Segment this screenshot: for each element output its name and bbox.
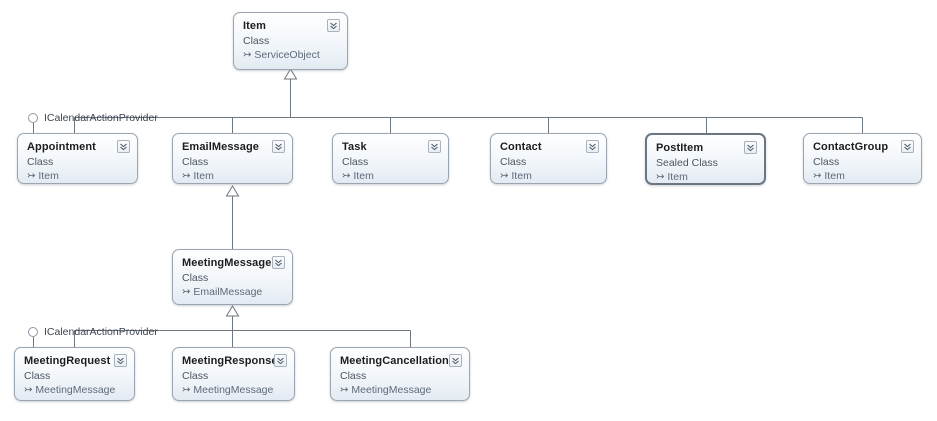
inherits-arrow-icon: ↣ [813, 170, 822, 182]
collapse-chevron-icon[interactable] [449, 354, 462, 367]
collapse-chevron-icon[interactable] [272, 256, 285, 269]
class-base: Item [824, 170, 845, 182]
class-base: Item [193, 170, 214, 182]
class-base-row: ↣ Item [656, 171, 755, 183]
class-box-meetingcancellation[interactable]: MeetingCancellation Class ↣ MeetingMessa… [330, 347, 470, 401]
class-stereotype: Class [243, 35, 270, 47]
class-base: Item [511, 170, 532, 182]
class-base-row: ↣ MeetingMessage [182, 384, 285, 397]
chevron-double-down-glyph [747, 144, 754, 152]
interface-label-meetingrequest: ICalendarActionProvider [44, 326, 158, 338]
class-stereotype: Class [340, 370, 367, 382]
class-base-row: ↣ MeetingMessage [24, 384, 125, 397]
inherits-arrow-icon: ↣ [340, 384, 349, 396]
class-base: EmailMessage [193, 286, 263, 298]
class-title: MeetingResponse [182, 355, 278, 367]
collapse-chevron-icon[interactable] [114, 354, 127, 367]
chevron-double-down-glyph [275, 259, 282, 267]
class-stereotype: Class [813, 156, 840, 168]
class-base-row: ↣ ServiceObject [243, 49, 338, 62]
class-base: Item [667, 171, 688, 183]
class-box-task[interactable]: Task Class ↣ Item [332, 133, 449, 184]
chevron-double-down-glyph [120, 143, 127, 151]
class-base: MeetingMessage [351, 384, 432, 396]
class-base: Item [38, 170, 59, 182]
class-base: Item [353, 170, 374, 182]
collapse-chevron-icon[interactable] [901, 140, 914, 153]
class-base: MeetingMessage [35, 384, 116, 396]
class-title: Appointment [27, 141, 96, 153]
collapse-chevron-icon[interactable] [327, 19, 340, 32]
collapse-chevron-icon[interactable] [272, 140, 285, 153]
class-base-row: ↣ Item [27, 170, 128, 183]
class-box-contactgroup[interactable]: ContactGroup Class ↣ Item [803, 133, 922, 184]
class-stereotype: Sealed Class [656, 157, 718, 169]
class-title: ContactGroup [813, 141, 889, 153]
chevron-double-down-glyph [117, 357, 124, 365]
class-title: MeetingCancellation [340, 355, 449, 367]
class-box-postitem[interactable]: PostItem Sealed Class ↣ Item [645, 133, 766, 185]
class-base: ServiceObject [254, 49, 320, 61]
class-title: Task [342, 141, 367, 153]
inherits-arrow-icon: ↣ [182, 170, 191, 182]
class-stereotype: Class [27, 156, 54, 168]
class-stereotype: Class [182, 156, 209, 168]
class-base-row: ↣ Item [813, 170, 912, 183]
collapse-chevron-icon[interactable] [744, 141, 757, 154]
class-box-appointment[interactable]: Appointment Class ↣ Item [17, 133, 138, 184]
class-box-meetingrequest[interactable]: MeetingRequest Class ↣ MeetingMessage [14, 347, 135, 401]
class-stereotype: Class [182, 370, 209, 382]
class-title: Item [243, 20, 267, 32]
class-stereotype: Class [24, 370, 51, 382]
interface-lollipop-icon [28, 327, 38, 337]
chevron-double-down-glyph [330, 22, 337, 30]
interface-lollipop-icon [28, 113, 38, 123]
chevron-double-down-glyph [904, 143, 911, 151]
chevron-double-down-glyph [452, 357, 459, 365]
class-title: MeetingMessage [182, 257, 272, 269]
class-box-meetingresponse[interactable]: MeetingResponse Class ↣ MeetingMessage [172, 347, 295, 401]
inherits-arrow-icon: ↣ [182, 384, 191, 396]
chevron-double-down-glyph [275, 143, 282, 151]
chevron-double-down-glyph [277, 357, 284, 365]
collapse-chevron-icon[interactable] [428, 140, 441, 153]
collapse-chevron-icon[interactable] [117, 140, 130, 153]
class-base-row: ↣ MeetingMessage [340, 384, 460, 397]
class-stereotype: Class [500, 156, 527, 168]
class-base: MeetingMessage [193, 384, 274, 396]
class-title: PostItem [656, 142, 704, 154]
inherits-arrow-icon: ↣ [500, 170, 509, 182]
class-base-row: ↣ Item [342, 170, 439, 183]
chevron-double-down-glyph [589, 143, 596, 151]
class-box-meetingmessage[interactable]: MeetingMessage Class ↣ EmailMessage [172, 249, 293, 305]
inherits-arrow-icon: ↣ [243, 49, 252, 61]
collapse-chevron-icon[interactable] [586, 140, 599, 153]
class-stereotype: Class [182, 272, 209, 284]
inherits-arrow-icon: ↣ [27, 170, 36, 182]
collapse-chevron-icon[interactable] [274, 354, 287, 367]
class-box-emailmessage[interactable]: EmailMessage Class ↣ Item [172, 133, 293, 184]
inherits-arrow-icon: ↣ [656, 171, 665, 183]
class-title: Contact [500, 141, 542, 153]
inherits-arrow-icon: ↣ [24, 384, 33, 396]
chevron-double-down-glyph [431, 143, 438, 151]
interface-label-appointment: ICalendarActionProvider [44, 112, 158, 124]
class-title: MeetingRequest [24, 355, 111, 367]
class-box-item[interactable]: Item Class ↣ ServiceObject [233, 12, 348, 70]
class-base-row: ↣ EmailMessage [182, 286, 283, 299]
inherits-arrow-icon: ↣ [182, 286, 191, 298]
class-stereotype: Class [342, 156, 369, 168]
class-base-row: ↣ Item [500, 170, 597, 183]
class-title: EmailMessage [182, 141, 260, 153]
class-base-row: ↣ Item [182, 170, 283, 183]
class-box-contact[interactable]: Contact Class ↣ Item [490, 133, 607, 184]
inherits-arrow-icon: ↣ [342, 170, 351, 182]
